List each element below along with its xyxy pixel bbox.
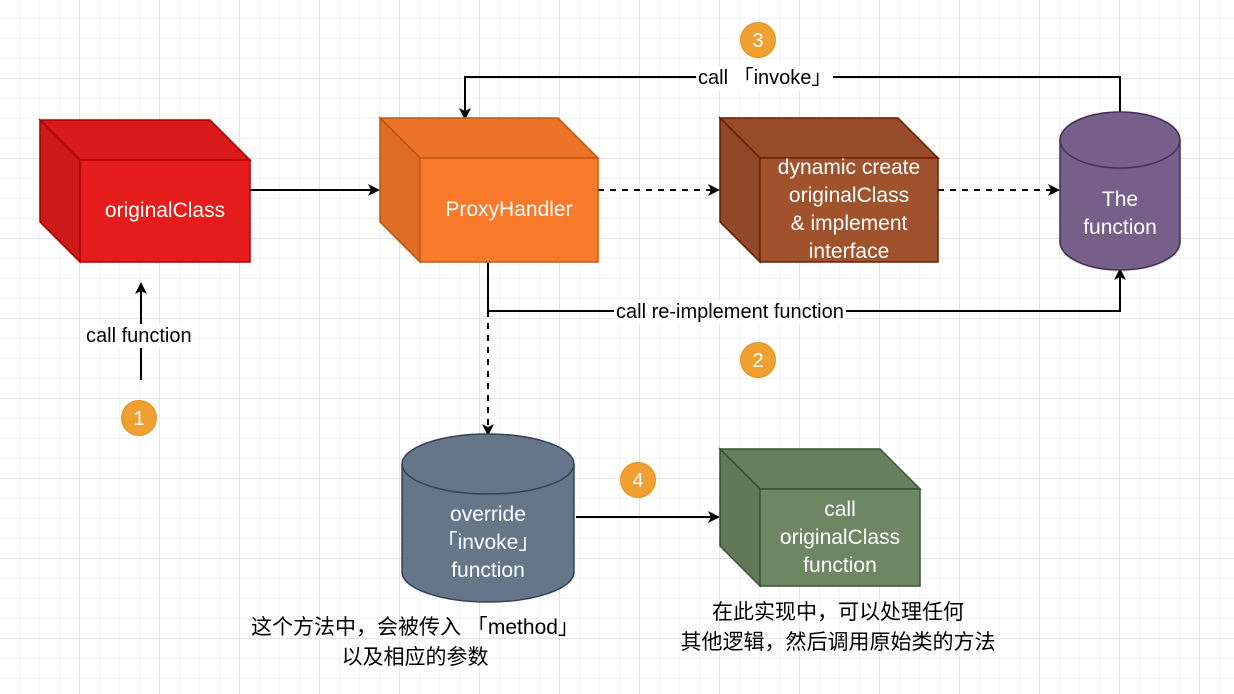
call-invoke-label: call 「invoke」 bbox=[696, 66, 834, 90]
the-function-node bbox=[1059, 111, 1181, 271]
call-note: 在此实现中，可以处理任何 其他逻辑，然后调用原始类的方法 bbox=[680, 601, 996, 654]
call-original-node bbox=[718, 447, 922, 588]
original-class-label: originalClass bbox=[104, 199, 226, 222]
dynamic-create-label: dynamic create originalClass & implement… bbox=[777, 156, 921, 263]
step-badge-4: 4 bbox=[620, 462, 656, 498]
call-reimplement-label: call re-implement function bbox=[614, 300, 846, 324]
the-function-label: The function bbox=[1083, 188, 1157, 239]
call-original-label: call originalClass function bbox=[779, 497, 901, 577]
proxy-handler-label: ProxyHandler bbox=[445, 198, 573, 221]
step-badge-1: 1 bbox=[121, 400, 157, 436]
step-badge-2: 2 bbox=[740, 342, 776, 378]
step-badge-3: 3 bbox=[740, 22, 776, 58]
dynamic-create-node bbox=[718, 116, 940, 264]
override-invoke-label: override 「invoke」 function bbox=[436, 503, 540, 582]
proxy-handler-node bbox=[378, 116, 600, 264]
override-note: 这个方法中，会被传入 「method」 以及相应的参数 bbox=[251, 616, 579, 669]
call-function-label: call function bbox=[84, 324, 194, 348]
original-class-node bbox=[38, 118, 252, 264]
override-invoke-node bbox=[401, 433, 575, 603]
